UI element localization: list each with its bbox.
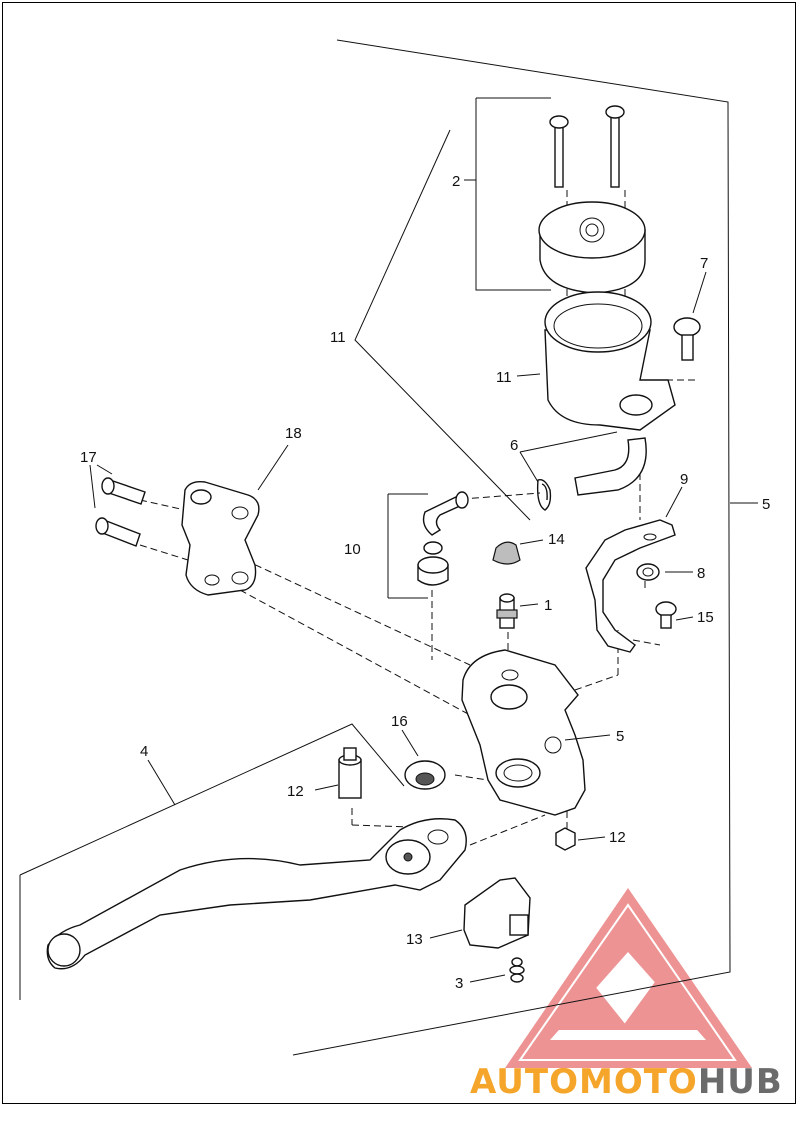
callout-7: 7 <box>700 255 708 272</box>
callout-16: 16 <box>391 713 408 730</box>
watermark-part-1: AUTO <box>470 1062 579 1102</box>
handlebar-clamp <box>181 480 260 596</box>
adjuster-nut <box>555 827 576 851</box>
callout-18: 18 <box>285 425 302 442</box>
watermark-part-3: HUB <box>697 1062 783 1102</box>
watermark-brand: AUTOMOTOHUB <box>470 1062 783 1102</box>
bracket-nut <box>636 563 660 581</box>
callout-10: 10 <box>344 541 361 558</box>
reservoir-cap-assembly <box>538 105 646 294</box>
callouts: 1 2 3 4 5 5 6 7 8 9 10 11 11 12 12 13 14… <box>80 173 770 992</box>
callout-5-body: 5 <box>616 728 624 745</box>
callout-12-nut: 12 <box>609 829 626 846</box>
callout-5-frame: 5 <box>762 496 770 513</box>
brake-lever <box>46 818 467 970</box>
callout-8: 8 <box>697 565 705 582</box>
callout-14: 14 <box>548 531 565 548</box>
bleeder-cap-and-valve <box>492 541 521 629</box>
brake-light-switch <box>463 877 531 949</box>
callout-17: 17 <box>80 449 97 466</box>
master-cylinder-body <box>461 649 586 816</box>
adjuster-pin <box>338 747 362 799</box>
watermark-logo <box>505 888 752 1068</box>
callout-12-pin: 12 <box>287 783 304 800</box>
reservoir-body <box>544 291 676 431</box>
dust-boot <box>404 760 446 790</box>
reservoir-screw <box>673 317 701 361</box>
callout-13: 13 <box>406 931 423 948</box>
callout-9: 9 <box>680 471 688 488</box>
callout-15: 15 <box>697 609 714 626</box>
callout-1: 1 <box>544 597 552 614</box>
clamp-bolts <box>95 477 146 547</box>
reservoir-hose <box>536 437 647 511</box>
switch-screw <box>509 957 525 983</box>
callout-2: 2 <box>452 173 460 190</box>
bracket-screw <box>655 601 677 629</box>
banjo-fitting <box>417 491 469 586</box>
frame-lines <box>19 39 731 1056</box>
callout-4: 4 <box>140 743 148 760</box>
callout-6: 6 <box>510 437 518 454</box>
callout-11-frame: 11 <box>330 329 346 346</box>
leader-lines <box>89 179 758 983</box>
callout-3: 3 <box>455 975 463 992</box>
mounting-bracket <box>585 519 676 653</box>
watermark-part-2: MOTO <box>578 1062 698 1102</box>
callout-11-reservoir: 11 <box>496 369 512 386</box>
